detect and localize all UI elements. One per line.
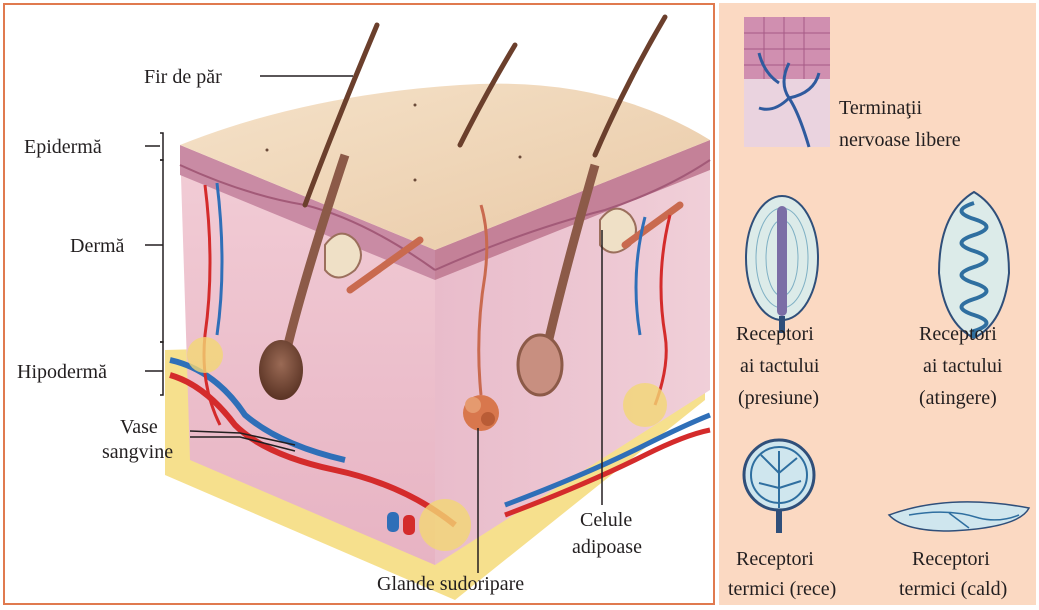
label-free-nerve-1: Terminaţii	[839, 96, 922, 120]
label-hypodermis: Hipodermă	[17, 360, 107, 384]
hair-bulb-1	[259, 340, 303, 400]
label-touch-3: (atingere)	[919, 386, 997, 411]
label-vessels-2: sangvine	[102, 440, 173, 465]
label-warm-2: termici (cald)	[899, 577, 1007, 602]
label-fat-1: Celule	[580, 508, 632, 533]
label-sweat-glands: Glande sudoripare	[377, 572, 524, 596]
label-dermis: Dermă	[70, 234, 124, 258]
label-vessels-1: Vase	[120, 415, 158, 440]
label-pressure-2: ai tactului	[740, 354, 819, 379]
label-touch-1: Receptori	[919, 322, 997, 347]
label-fat-2: adipoase	[572, 535, 642, 560]
label-pressure-3: (presiune)	[738, 386, 819, 411]
label-touch-2: ai tactului	[923, 354, 1002, 379]
skin-section-panel: Fir de păr Epidermă Dermă Hipodermă Vase…	[3, 3, 715, 605]
label-cold-2: termici (rece)	[728, 577, 836, 602]
label-cold-1: Receptori	[736, 547, 814, 572]
hair-bulb-2	[518, 335, 562, 395]
warm-receptor	[889, 502, 1029, 531]
label-warm-1: Receptori	[912, 547, 990, 572]
label-epidermis: Epidermă	[24, 135, 102, 159]
label-free-nerve-2: nervoase libere	[839, 128, 961, 152]
label-pressure-1: Receptori	[736, 322, 814, 347]
label-hair: Fir de păr	[144, 65, 222, 89]
receptors-illustration	[719, 3, 1036, 605]
receptors-panel: Terminaţii nervoase libere Receptori ai …	[719, 3, 1036, 605]
